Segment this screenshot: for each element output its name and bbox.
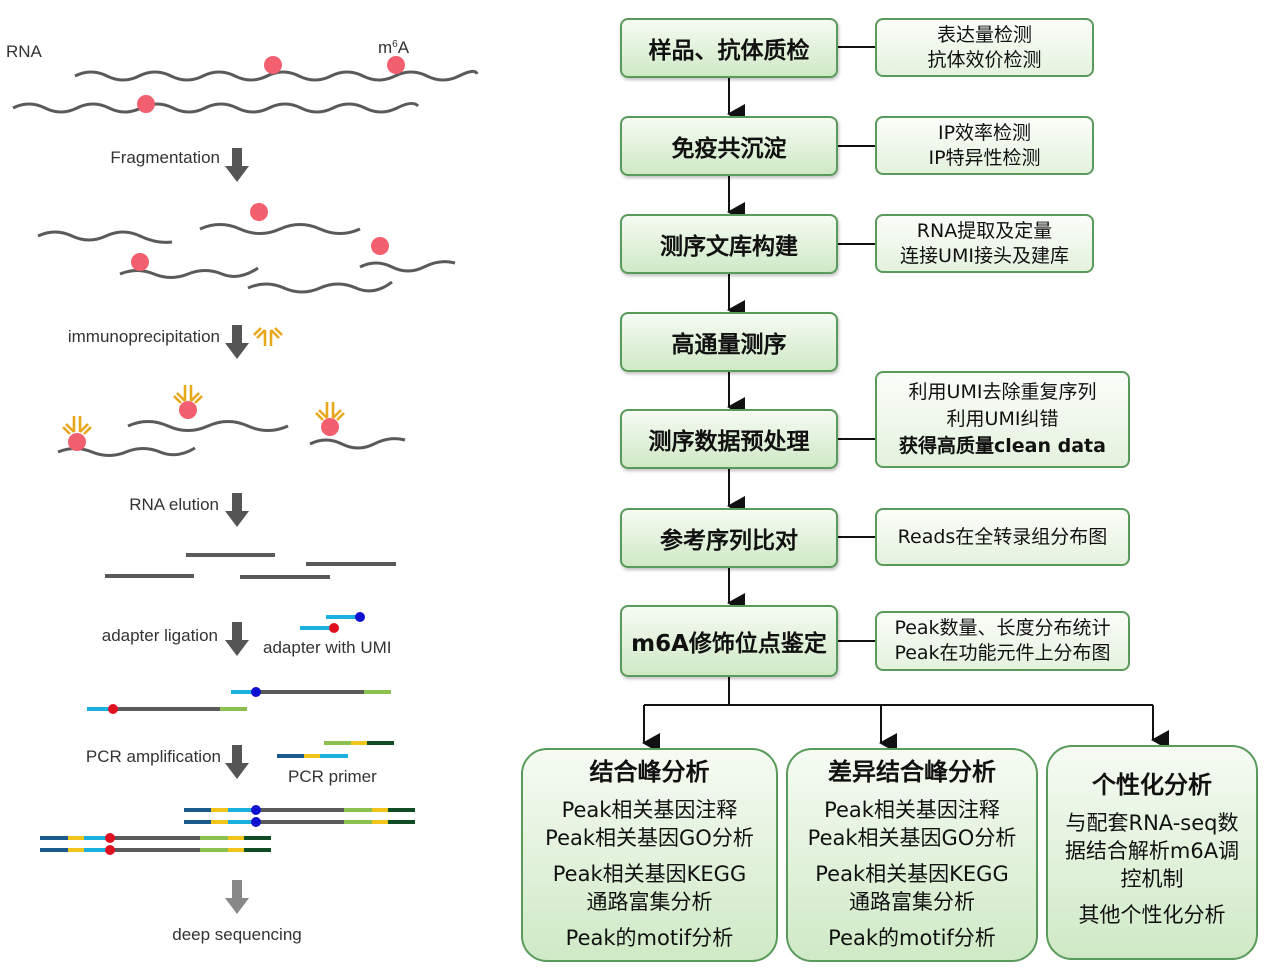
eluted-rna-fragments (105, 553, 396, 579)
step-pcr-amplification: PCR amplification (86, 747, 221, 766)
analysis-item: 通路富集分析 (849, 890, 975, 914)
note-alignment: Reads在全转录组分布图 (875, 508, 1130, 566)
flow-step-qc: 样品、抗体质检 (620, 18, 838, 78)
pcr-products (38, 741, 417, 857)
adapter-with-umi-label: adapter with UMI (263, 638, 392, 657)
flow-step-ip: 免疫共沉淀 (620, 116, 838, 176)
analysis-item: 通路富集分析 (586, 890, 713, 914)
step-label: m6A修饰位点鉴定 (631, 631, 827, 657)
analysis-custom: 个性化分析 与配套RNA-seq数 据结合解析m6A调 控机制 其他个性化分析 (1046, 745, 1258, 960)
adapters (87, 612, 391, 714)
flow-step-sequencing: 高通量测序 (620, 312, 838, 372)
flow-step-m6a-identification: m6A修饰位点鉴定 (620, 605, 838, 677)
note-text: 表达量检测 (936, 23, 1032, 46)
analysis-item: Peak的motif分析 (828, 926, 996, 950)
note-qc: 表达量检测抗体效价检测 (875, 18, 1094, 77)
note-text: Peak在功能元件上分布图 (894, 642, 1111, 664)
analysis-title: 结合峰分析 (589, 758, 710, 786)
analysis-item: 控机制 (1120, 867, 1184, 891)
note-text: 利用UMI纠错 (946, 408, 1059, 430)
note-text: 连接UMI接头及建库 (900, 244, 1069, 267)
m6a-seq-workflow-illustration: RNA m6A Fragmentation immunoprecipitatio… (6, 38, 479, 944)
analysis-item: Peak相关基因GO分析 (545, 826, 754, 850)
step-fragmentation: Fragmentation (110, 148, 220, 167)
step-immunoprecipitation: immunoprecipitation (68, 327, 220, 346)
note-library: RNA提取及定量连接UMI接头及建库 (875, 214, 1094, 273)
analysis-item: Peak的motif分析 (565, 926, 734, 950)
note-text: Reads在全转录组分布图 (897, 525, 1108, 548)
m6a-sites (68, 56, 405, 451)
analysis-item: Peak相关基因注释 (824, 798, 1000, 822)
analysis-item: Peak相关基因注释 (561, 798, 738, 822)
analysis-differential-peak: 差异结合峰分析 Peak相关基因注释 Peak相关基因GO分析 Peak相关基因… (786, 748, 1038, 962)
note-text: IP效率检测 (937, 121, 1032, 144)
pcr-primer-label: PCR primer (288, 767, 377, 786)
note-text: IP特异性检测 (928, 146, 1041, 169)
analysis-item: 其他个性化分析 (1078, 903, 1226, 927)
step-adapter-ligation: adapter ligation (102, 626, 218, 645)
analysis-title: 个性化分析 (1092, 771, 1212, 799)
flow-step-preprocess: 测序数据预处理 (620, 409, 838, 469)
analysis-item: 据结合解析m6A调 (1064, 839, 1240, 863)
note-text: 利用UMI去除重复序列 (908, 381, 1097, 403)
step-label: 样品、抗体质检 (648, 38, 810, 64)
analysis-title: 差异结合峰分析 (828, 758, 996, 786)
note-text: RNA提取及定量 (916, 219, 1053, 242)
down-arrow-icon (225, 880, 249, 914)
note-text: 获得高质量clean data (899, 435, 1106, 457)
analysis-item: Peak相关基因GO分析 (807, 826, 1017, 850)
rna-strands (12, 69, 479, 457)
note-m6a: Peak数量、长度分布统计 Peak在功能元件上分布图 (875, 611, 1130, 671)
step-label: 测序文库构建 (660, 234, 798, 260)
flow-step-library: 测序文库构建 (620, 214, 838, 274)
analysis-item: 与配套RNA-seq数 (1065, 811, 1239, 835)
step-label: 高通量测序 (671, 332, 787, 358)
step-rna-elution: RNA elution (129, 495, 219, 514)
step-label: 免疫共沉淀 (671, 136, 787, 162)
step-deep-sequencing: deep sequencing (172, 925, 302, 944)
note-text: Peak数量、长度分布统计 (894, 617, 1111, 639)
note-preprocess: 利用UMI去除重复序列利用UMI纠错获得高质量clean data (875, 371, 1130, 468)
analysis-item: Peak相关基因KEGG (815, 862, 1009, 886)
analysis-peak-binding: 结合峰分析 Peak相关基因注释 Peak相关基因GO分析 Peak相关基因KE… (521, 748, 778, 962)
analysis-item: Peak相关基因KEGG (552, 862, 747, 886)
m6a-label: m6A (378, 38, 410, 57)
note-text: 抗体效价检测 (927, 48, 1042, 71)
step-label: 测序数据预处理 (648, 429, 810, 455)
flow-step-alignment: 参考序列比对 (620, 508, 838, 568)
rna-label: RNA (6, 42, 43, 61)
step-label: 参考序列比对 (660, 528, 798, 554)
